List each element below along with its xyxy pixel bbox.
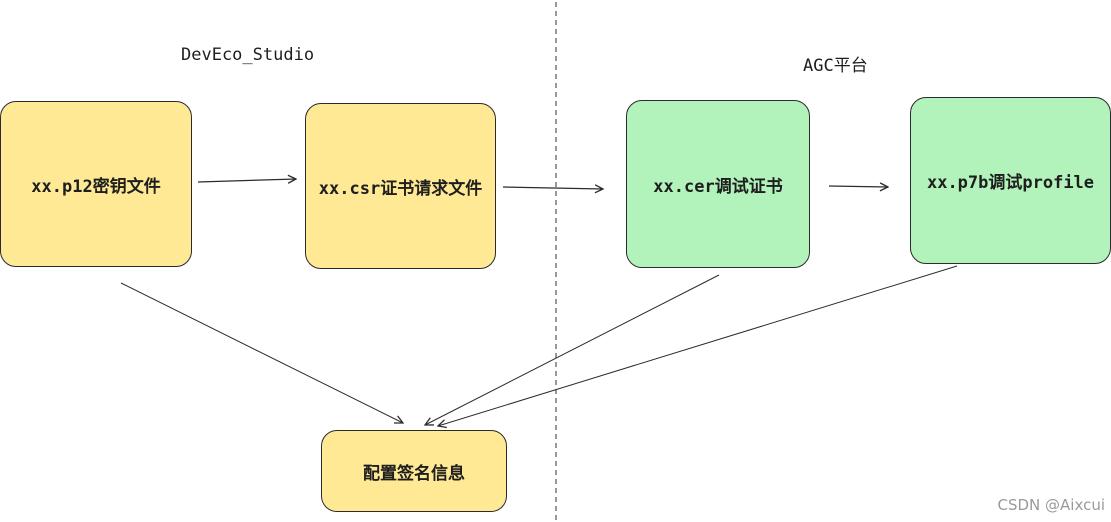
section-title-agc: AGC平台	[803, 56, 868, 76]
node-p7b-debug-profile[interactable]: xx.p7b调试profile	[910, 97, 1111, 264]
arrow-p12-to-csr	[197, 179, 296, 182]
watermark: CSDN @Aixcui	[997, 496, 1106, 514]
arrow-cer-to-sign	[425, 274, 720, 425]
node-configure-signing[interactable]: 配置签名信息	[321, 430, 507, 512]
section-title-deveco: DevEco_Studio	[181, 45, 315, 65]
arrow-cer-to-p7b	[828, 186, 888, 187]
arrow-csr-to-cer	[502, 187, 603, 189]
arrow-p7b-to-sign	[438, 265, 958, 426]
arrow-p12-to-sign	[120, 282, 403, 423]
node-csr-request-file[interactable]: xx.csr证书请求文件	[305, 103, 496, 269]
node-cer-debug-cert[interactable]: xx.cer调试证书	[626, 100, 810, 268]
node-p12-key-file[interactable]: xx.p12密钥文件	[0, 101, 192, 267]
